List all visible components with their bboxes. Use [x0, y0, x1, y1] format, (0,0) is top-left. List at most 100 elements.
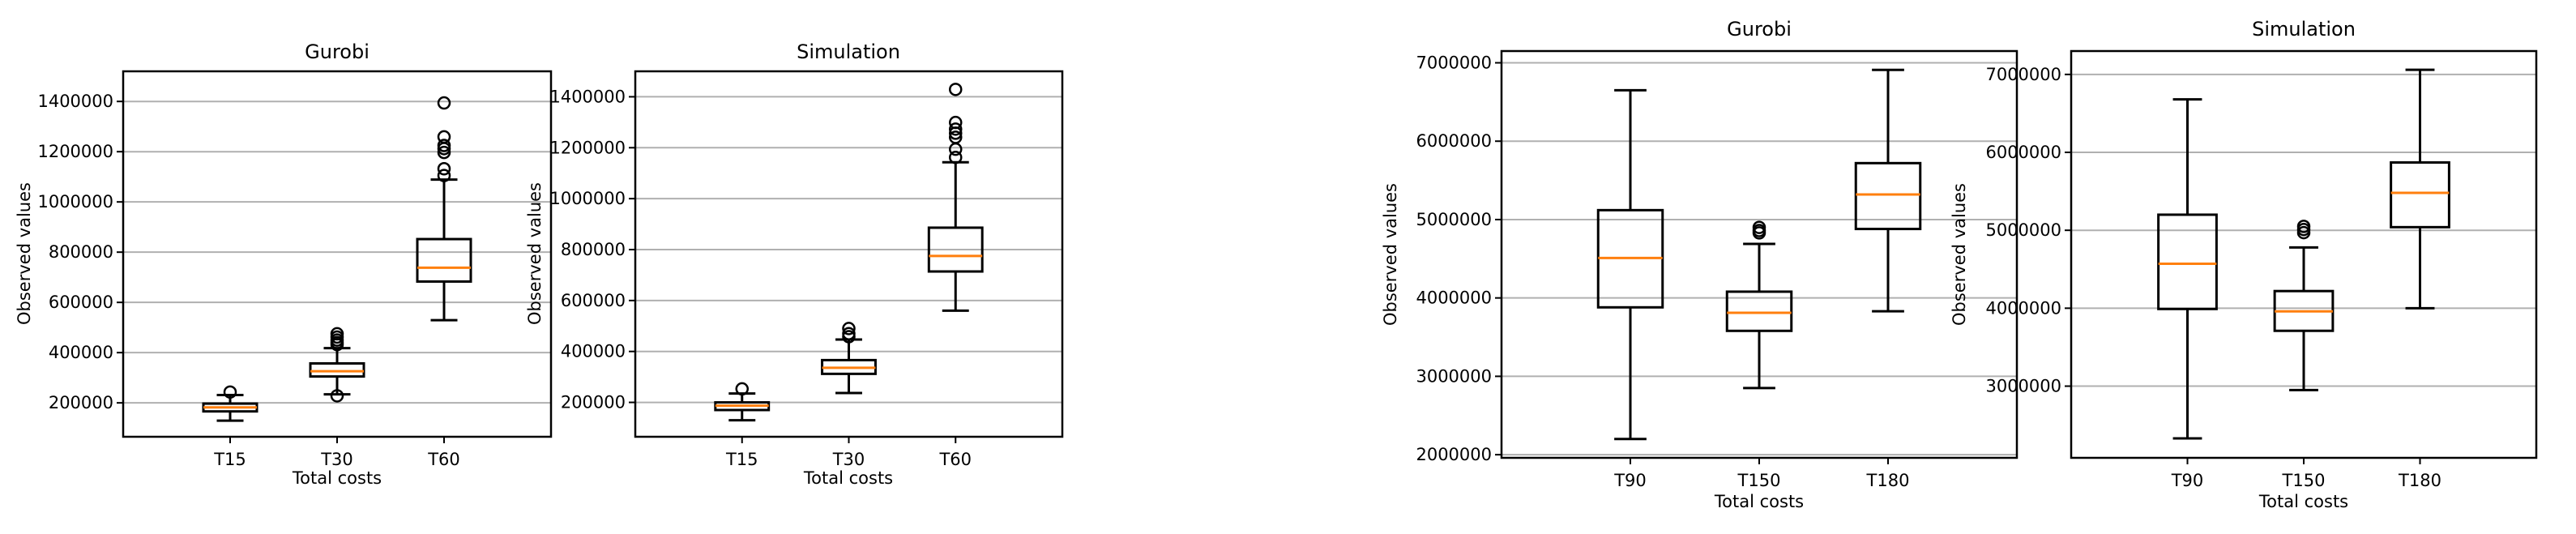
axes-frame	[2070, 49, 2538, 459]
svg-text:T180: T180	[2398, 471, 2441, 490]
outlier-point	[2296, 220, 2311, 233]
svg-text:T150: T150	[2282, 471, 2326, 490]
outlier-point	[842, 322, 856, 335]
outlier-point	[1752, 220, 1766, 234]
svg-text:5000000: 5000000	[1985, 220, 2061, 240]
y-tick: 1400000	[549, 87, 1062, 106]
svg-text:800000: 800000	[561, 240, 626, 259]
outlier-point	[842, 327, 856, 340]
y-tick: 600000	[561, 291, 1062, 310]
x-tick: T60	[427, 437, 460, 469]
y-tick: 6000000	[1985, 143, 2536, 162]
svg-text:6000000: 6000000	[1416, 131, 1492, 151]
box-t30	[821, 322, 877, 395]
y-tick: 1000000	[549, 189, 1062, 208]
svg-text:T60: T60	[427, 450, 460, 469]
svg-text:T180: T180	[1866, 471, 1910, 490]
y-tick: 200000	[49, 393, 551, 412]
outlier-point	[330, 389, 344, 403]
y-tick: 1200000	[37, 142, 551, 161]
y-tick: 2000000	[1416, 445, 2017, 464]
box-t180	[2390, 68, 2450, 310]
outlier-point	[437, 96, 451, 110]
svg-text:200000: 200000	[49, 393, 113, 412]
axes-frame	[1500, 49, 2019, 459]
x-tick: T90	[1613, 458, 1647, 490]
y-tick: 6000000	[1416, 131, 2017, 151]
svg-text:4000000: 4000000	[1985, 298, 2061, 318]
y-tick: 1200000	[549, 138, 1062, 157]
x-tick: T180	[2398, 458, 2441, 490]
chart-title: Gurobi	[1727, 18, 1792, 41]
svg-text:T30: T30	[832, 450, 865, 469]
x-tick: T150	[2282, 458, 2326, 490]
svg-text:T30: T30	[320, 450, 353, 469]
x-tick: T180	[1866, 458, 1910, 490]
svg-text:3000000: 3000000	[1416, 366, 1492, 386]
svg-text:200000: 200000	[561, 393, 626, 412]
svg-text:T15: T15	[213, 450, 246, 469]
x-tick: T15	[725, 437, 758, 469]
y-tick: 800000	[561, 240, 1062, 259]
y-tick: 4000000	[1985, 298, 2536, 318]
outlier-point	[949, 115, 963, 130]
svg-text:6000000: 6000000	[1985, 143, 2061, 162]
box-t180	[1854, 68, 1922, 313]
x-axis-label: Total costs	[2258, 492, 2349, 511]
x-tick: T30	[320, 437, 353, 469]
outlier-point	[223, 385, 237, 399]
chart-title: Gurobi	[305, 41, 370, 63]
x-tick: T60	[938, 437, 972, 469]
box-t15	[714, 382, 771, 422]
outlier-point	[949, 150, 963, 164]
y-tick: 5000000	[1985, 220, 2536, 240]
outlier-point	[437, 169, 451, 182]
x-tick: T150	[1737, 458, 1781, 490]
outlier-point	[437, 139, 451, 152]
outlier-point	[949, 83, 963, 96]
box-t90	[1596, 88, 1664, 441]
x-axis-label: Total costs	[292, 468, 382, 488]
svg-text:400000: 400000	[49, 343, 113, 362]
svg-text:T90: T90	[1613, 471, 1647, 490]
outlier-point	[437, 162, 451, 176]
svg-text:T90: T90	[2171, 471, 2204, 490]
y-tick: 3000000	[1985, 377, 2536, 396]
svg-text:1000000: 1000000	[37, 192, 113, 211]
svg-text:1400000: 1400000	[37, 92, 113, 111]
outlier-point	[949, 122, 963, 136]
svg-text:3000000: 3000000	[1985, 377, 2061, 396]
svg-text:1200000: 1200000	[37, 142, 113, 161]
y-tick: 800000	[49, 242, 551, 262]
y-tick: 1400000	[37, 92, 551, 111]
box-t150	[1725, 220, 1793, 390]
svg-text:2000000: 2000000	[1416, 445, 1492, 464]
svg-text:T150: T150	[1737, 471, 1781, 490]
outlier-point	[735, 382, 749, 396]
y-tick: 5000000	[1416, 210, 2017, 229]
box-t15	[202, 385, 258, 422]
y-tick: 200000	[561, 393, 1062, 412]
outlier-point	[437, 145, 451, 160]
x-axis-label: Total costs	[1714, 492, 1805, 511]
svg-text:600000: 600000	[49, 293, 113, 312]
svg-text:800000: 800000	[49, 242, 113, 262]
svg-text:400000: 400000	[561, 342, 626, 361]
box-t60	[927, 83, 984, 312]
y-axis-label: Observed values	[1950, 182, 1969, 327]
svg-text:1400000: 1400000	[549, 87, 626, 106]
svg-text:600000: 600000	[561, 291, 626, 310]
y-tick: 600000	[49, 293, 551, 312]
box-t60	[416, 96, 472, 322]
svg-text:1200000: 1200000	[549, 138, 626, 157]
x-axis-label: Total costs	[803, 468, 894, 488]
svg-text:T15: T15	[725, 450, 758, 469]
svg-text:T60: T60	[938, 450, 972, 469]
svg-text:4000000: 4000000	[1416, 288, 1492, 308]
